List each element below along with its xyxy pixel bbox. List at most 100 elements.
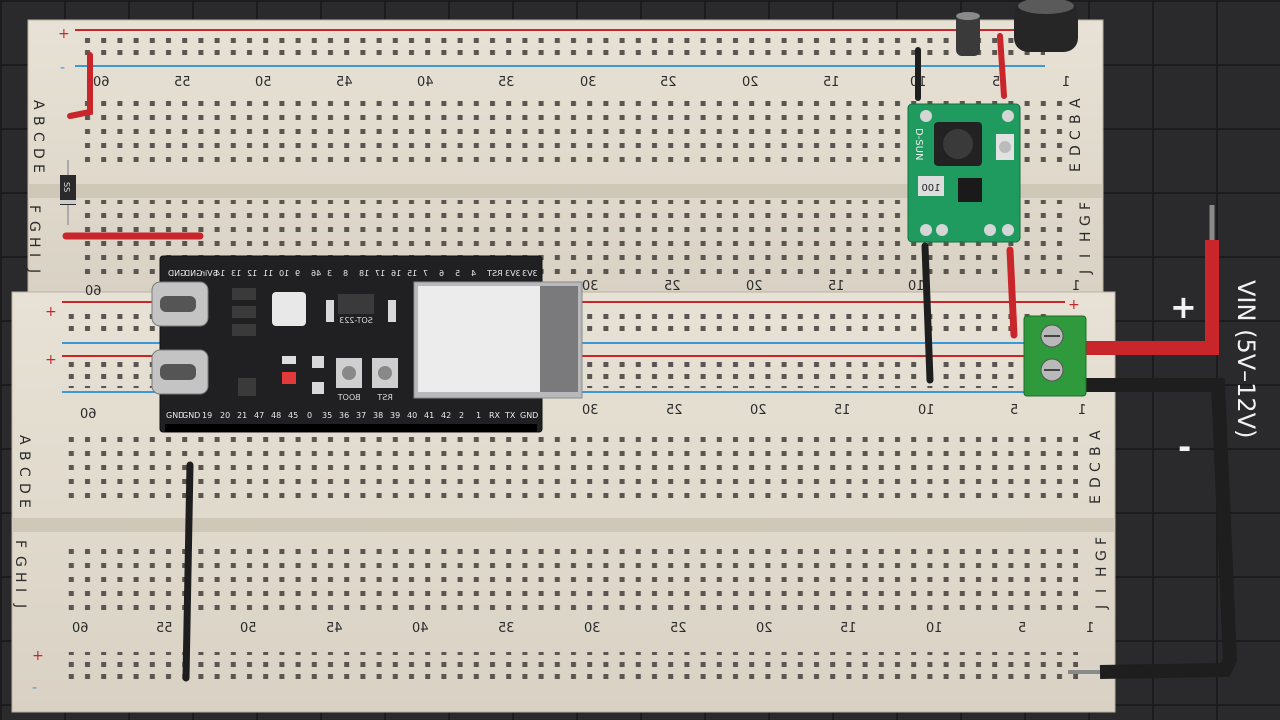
svg-text:55: 55 [174, 75, 191, 90]
svg-text:60: 60 [85, 284, 102, 299]
svg-text:20: 20 [750, 403, 767, 418]
svg-text:B: B [16, 451, 32, 461]
svg-text:E: E [1068, 163, 1084, 172]
svg-text:60: 60 [80, 407, 97, 422]
svg-text:GND: GND [166, 411, 184, 420]
svg-text:14: 14 [215, 269, 225, 278]
esp32-board[interactable]: SOT-223 BOOT RST GND GND 5Vin 14 13 12 1… [151, 255, 583, 433]
svg-text:30: 30 [582, 279, 599, 294]
svg-text:RX: RX [489, 411, 501, 420]
svg-text:20: 20 [756, 621, 773, 636]
svg-text:15: 15 [823, 75, 840, 90]
svg-text:J: J [1094, 605, 1110, 610]
svg-text:8: 8 [343, 269, 348, 278]
svg-text:15: 15 [834, 403, 851, 418]
svg-text:I: I [1094, 589, 1110, 593]
svg-text:5: 5 [992, 75, 1000, 90]
svg-text:40: 40 [412, 621, 429, 636]
svg-text:5: 5 [1018, 621, 1026, 636]
svg-text:B: B [1088, 446, 1104, 456]
svg-text:D: D [30, 148, 46, 159]
svg-text:H: H [1094, 566, 1110, 577]
svg-text:+: + [1068, 297, 1080, 313]
svg-text:GND: GND [168, 269, 186, 278]
svg-text:D: D [16, 483, 32, 494]
svg-text:H: H [1078, 231, 1094, 242]
buck-converter-module[interactable]: 100 D-SUN [907, 103, 1021, 243]
svg-text:0: 0 [307, 411, 312, 420]
svg-text:16: 16 [391, 269, 401, 278]
svg-text:1: 1 [1086, 621, 1094, 636]
inductor-code: 100 [921, 183, 940, 194]
svg-text:E: E [1088, 495, 1104, 504]
vin-plus-symbol: + [1170, 288, 1197, 326]
svg-text:25: 25 [670, 621, 687, 636]
svg-text:GND: GND [182, 411, 200, 420]
svg-text:15: 15 [828, 279, 845, 294]
usb-c-ports[interactable] [151, 281, 209, 395]
screw-terminal[interactable] [1023, 315, 1087, 397]
capacitors [956, 0, 1078, 56]
svg-text:GND: GND [520, 411, 538, 420]
svg-text:47: 47 [254, 411, 264, 420]
svg-text:B: B [30, 116, 46, 126]
svg-text:15: 15 [840, 621, 857, 636]
svg-text:3: 3 [327, 269, 332, 278]
svg-text:A: A [1088, 430, 1104, 440]
column-numbers-top: 1 5 10 15 20 25 30 35 40 45 50 55 60 [93, 75, 1070, 90]
svg-text:25: 25 [666, 403, 683, 418]
svg-text:A: A [30, 100, 46, 110]
svg-text:F: F [1078, 202, 1094, 210]
svg-text:20: 20 [742, 75, 759, 90]
svg-text:45: 45 [326, 621, 343, 636]
svg-text:3V3: 3V3 [522, 269, 538, 278]
svg-text:J: J [26, 268, 42, 273]
svg-text:C: C [30, 132, 46, 142]
svg-text:-: - [32, 680, 37, 696]
svg-text:15: 15 [407, 269, 417, 278]
svg-text:50: 50 [240, 621, 257, 636]
svg-text:GND: GND [184, 269, 202, 278]
svg-text:39: 39 [390, 411, 400, 420]
svg-text:45: 45 [336, 75, 353, 90]
svg-text:41: 41 [424, 411, 434, 420]
svg-text:+: + [32, 648, 44, 664]
svg-text:45: 45 [288, 411, 298, 420]
svg-text:11: 11 [263, 269, 273, 278]
svg-text:35: 35 [498, 75, 515, 90]
svg-text:40: 40 [407, 411, 417, 420]
jumper-wires[interactable] [62, 33, 1018, 682]
svg-text:13: 13 [231, 269, 241, 278]
svg-text:TX: TX [504, 411, 516, 420]
svg-text:C: C [16, 467, 32, 477]
svg-text:E: E [16, 499, 32, 508]
svg-text:C: C [1088, 462, 1104, 472]
svg-text:-: - [60, 60, 65, 76]
svg-text:1: 1 [1078, 403, 1086, 418]
power-input-wires[interactable] [1068, 205, 1238, 679]
svg-text:37: 37 [356, 411, 366, 420]
svg-text:6: 6 [439, 269, 444, 278]
rst-label: RST [377, 393, 393, 402]
rail-polarity-marks: + - + + + + - [32, 26, 1080, 696]
svg-text:J: J [1078, 270, 1094, 275]
svg-text:3V3: 3V3 [505, 269, 521, 278]
svg-text:I: I [26, 253, 42, 257]
boot-label: BOOT [338, 393, 361, 402]
svg-text:I: I [1078, 254, 1094, 258]
svg-text:RST: RST [487, 269, 503, 278]
svg-text:D: D [1068, 145, 1084, 156]
svg-text:5: 5 [1010, 403, 1018, 418]
svg-text:E: E [30, 164, 46, 173]
vin-minus-symbol: - [1178, 428, 1191, 466]
svg-text:30: 30 [580, 75, 597, 90]
svg-text:G: G [26, 221, 42, 232]
svg-text:1: 1 [1072, 279, 1080, 294]
svg-text:+: + [45, 352, 57, 368]
column-numbers-middle: 1 10 15 20 25 30 60 [85, 279, 1080, 299]
svg-text:F: F [1094, 537, 1110, 545]
svg-text:G: G [12, 556, 28, 567]
svg-text:38: 38 [373, 411, 383, 420]
svg-text:1: 1 [1062, 75, 1070, 90]
